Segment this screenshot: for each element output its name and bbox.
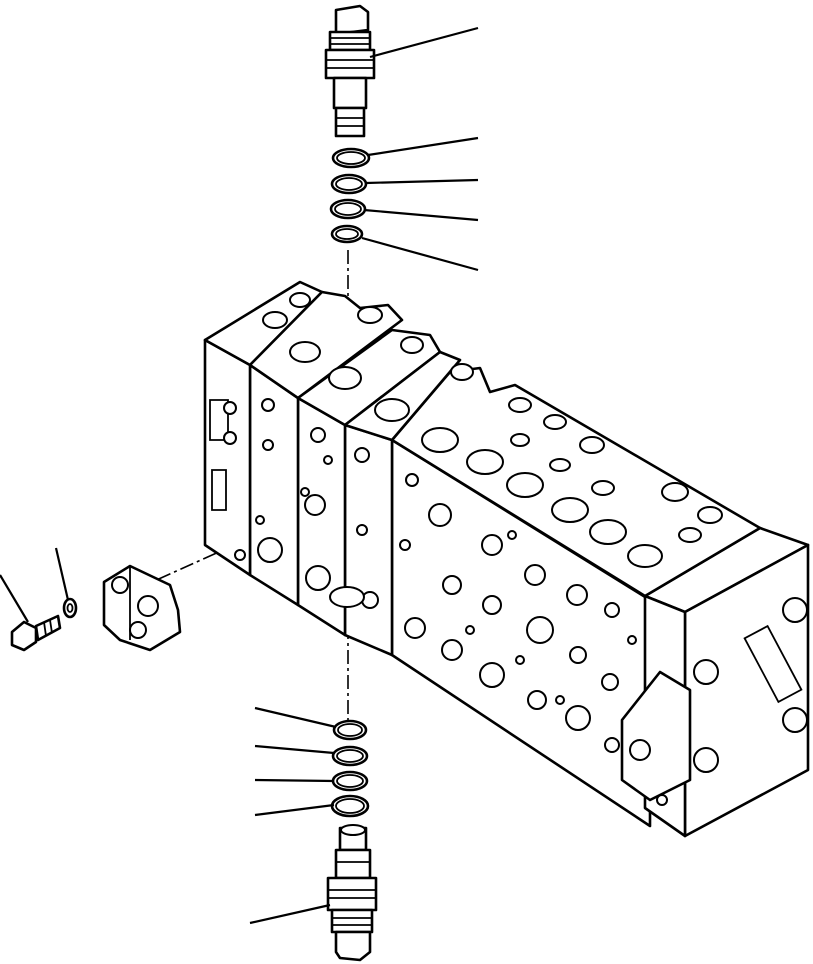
o-rings-bottom xyxy=(332,721,368,816)
cover xyxy=(104,566,180,650)
o-ring-top-1 xyxy=(333,149,369,167)
o-ring-top-4 xyxy=(332,226,362,242)
o-ring-bottom-2 xyxy=(333,747,367,765)
bolt xyxy=(12,616,60,650)
leader-lines xyxy=(0,28,478,923)
o-ring-top-2 xyxy=(332,175,366,193)
o-ring-bottom-1 xyxy=(334,721,366,739)
washer xyxy=(64,599,76,617)
control-valve-block xyxy=(205,282,808,836)
relief-valve-top xyxy=(326,6,374,136)
relief-valve-bottom xyxy=(328,825,376,960)
o-rings-top xyxy=(331,149,369,242)
